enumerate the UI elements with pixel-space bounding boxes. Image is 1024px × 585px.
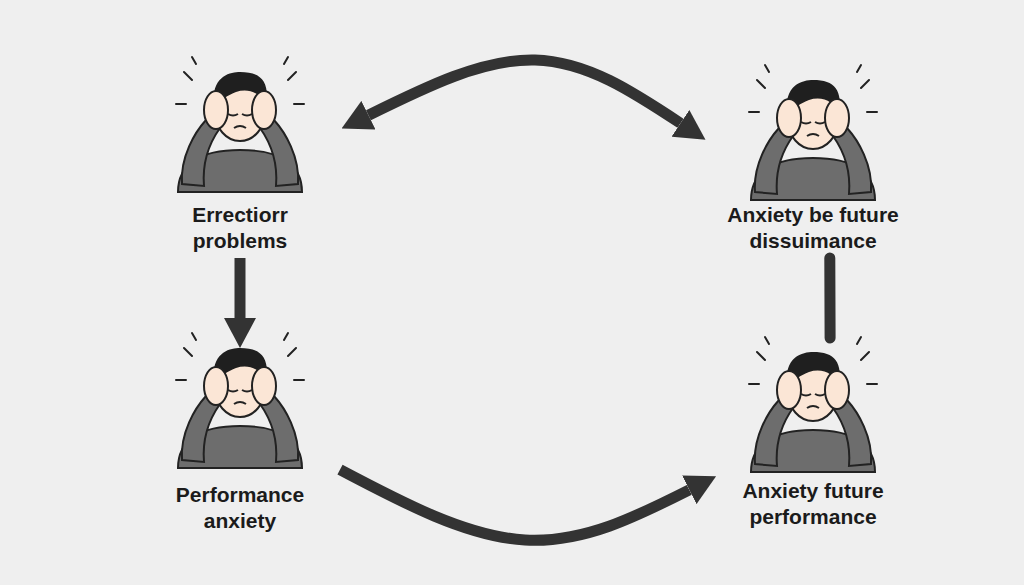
stressed-person [749, 337, 877, 472]
cycle-stage: Performance anxiety [140, 348, 340, 538]
stage-label: Anxiety future performance [728, 478, 898, 530]
stage-label: Anxiety be future dissuimance [718, 202, 908, 254]
cycle-arrow [368, 60, 680, 123]
stressed-person [176, 333, 304, 468]
cycle-arrow [824, 258, 835, 338]
cycle-stage: Anxiety future performance [718, 338, 908, 534]
cycle-stage: Anxiety be future dissuimance [708, 72, 918, 258]
stage-label: Errectiorr problems [150, 202, 330, 254]
cycle-stage: Errectiorr problems [140, 62, 340, 258]
stressed-person [749, 65, 877, 200]
stage-label: Performance anxiety [150, 482, 330, 534]
cycle-arrow [235, 258, 246, 318]
cycle-arrow [340, 470, 689, 541]
stressed-person [176, 57, 304, 192]
